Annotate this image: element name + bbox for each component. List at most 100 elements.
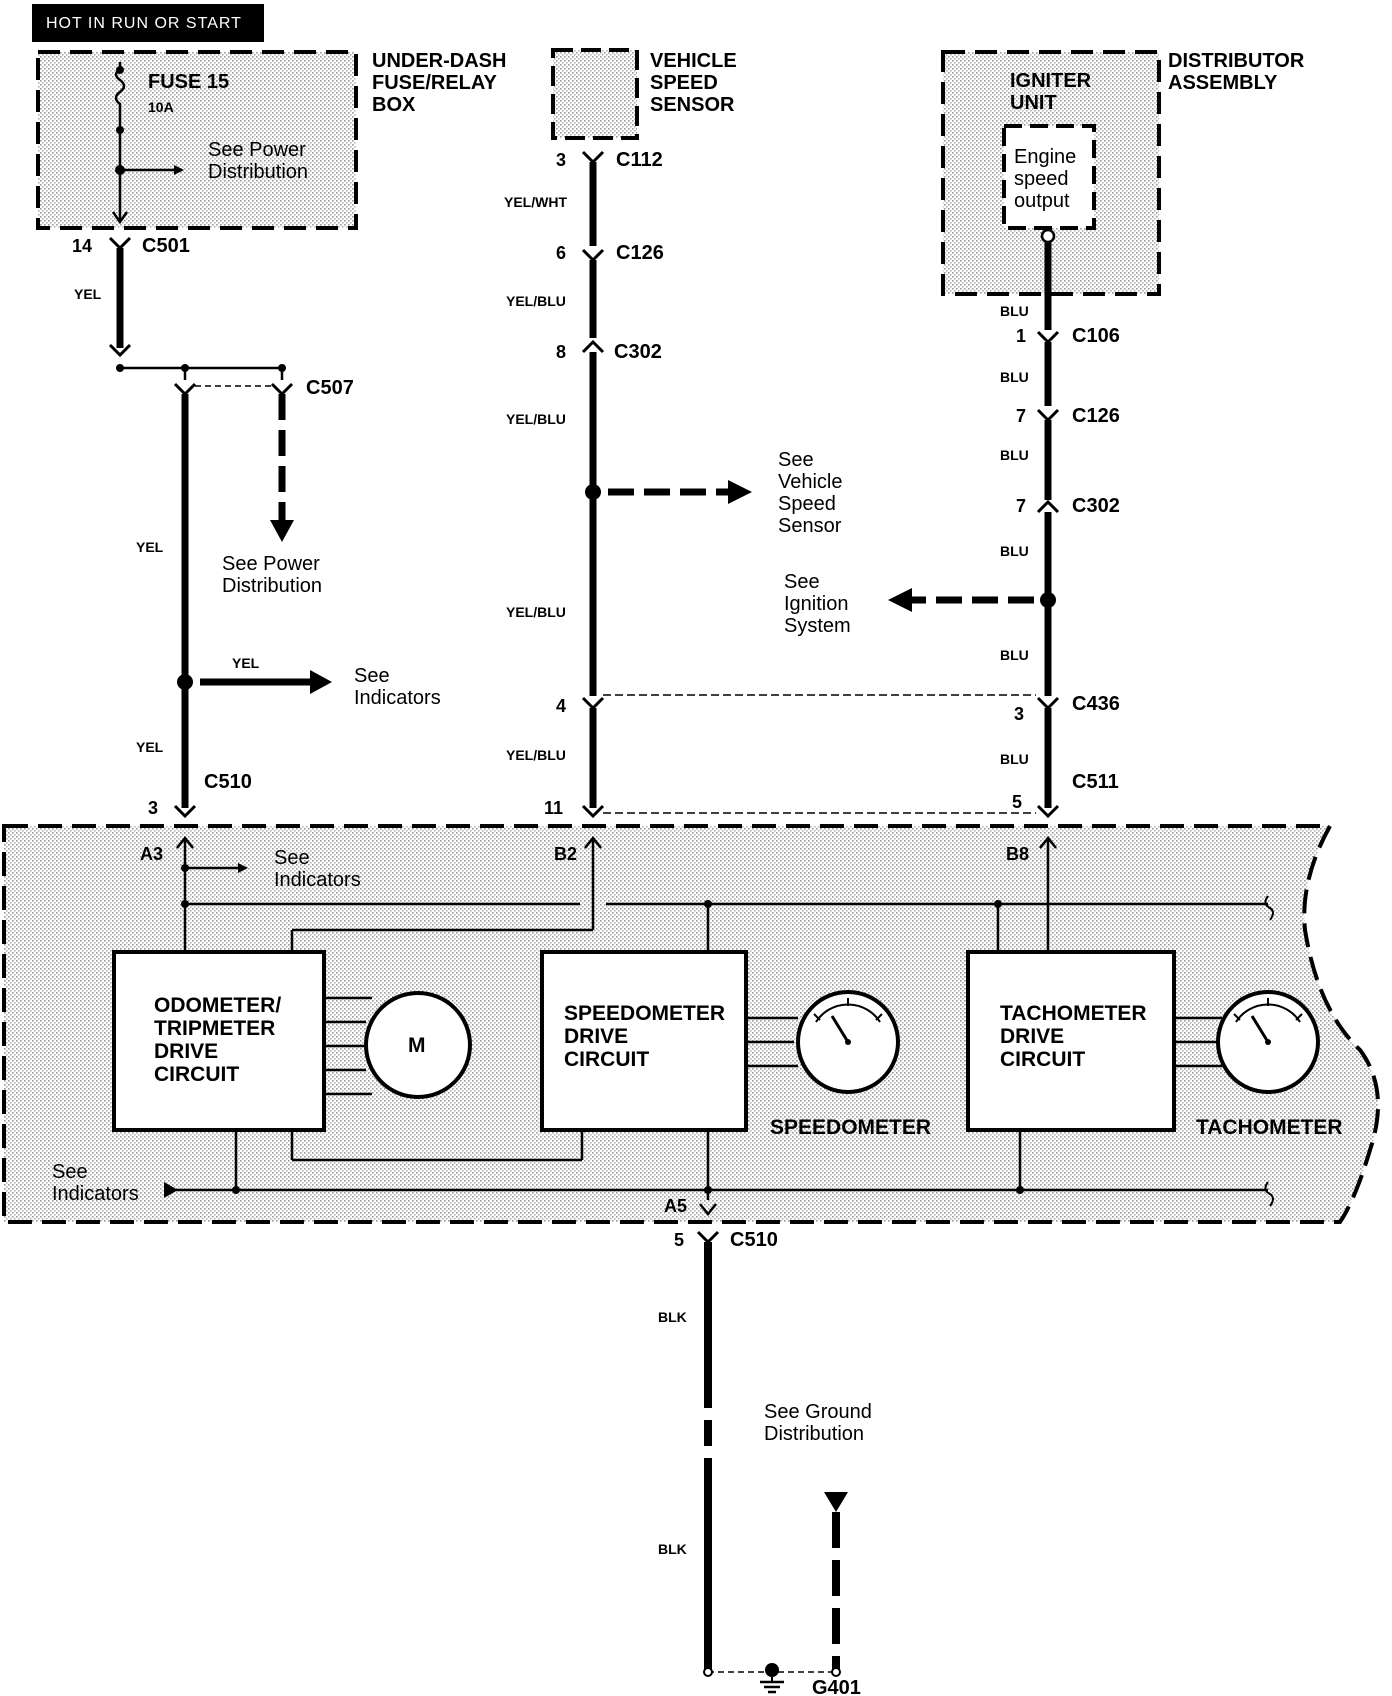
pin-a3: A3 xyxy=(140,844,163,864)
vss-note-3: Speed xyxy=(778,493,836,515)
odometer-label-1: ODOMETER/ xyxy=(154,994,281,1017)
ground-note-2: Distribution xyxy=(764,1423,864,1445)
odometer-label-4: CIRCUIT xyxy=(154,1063,239,1086)
wire-yel-blu-4: YEL/BLU xyxy=(506,747,566,763)
power-dist-note-1: See Power xyxy=(222,553,320,575)
indicators-note-1b: Indicators xyxy=(354,687,441,709)
wire-blu-6: BLU xyxy=(1000,751,1029,767)
tachometer-drive-circuit xyxy=(966,950,1176,1132)
wire-yel-4: YEL xyxy=(136,739,164,755)
speedo-circuit-label-3: CIRCUIT xyxy=(564,1048,649,1071)
speedometer-label: SPEEDOMETER xyxy=(770,1116,931,1139)
vehicle-speed-sensor xyxy=(551,48,639,140)
ign-note-3: System xyxy=(784,615,851,637)
pin-3-c436: 3 xyxy=(1014,704,1024,724)
connector-c436: C436 xyxy=(1072,693,1120,715)
fuse-box-label-3: BOX xyxy=(372,94,416,116)
pin-1-c106: 1 xyxy=(1016,326,1026,346)
connector-c507: C507 xyxy=(306,377,354,399)
fuse-box-label-2: FUSE/RELAY xyxy=(372,72,498,94)
ground-g401-label: G401 xyxy=(812,1677,861,1696)
wire-blu-4: BLU xyxy=(1000,543,1029,559)
wire-blu-2: BLU xyxy=(1000,369,1029,385)
indicators-note-2b: Indicators xyxy=(274,869,361,891)
odometer-label-3: DRIVE xyxy=(154,1040,218,1063)
tacho-circuit-label-2: DRIVE xyxy=(1000,1025,1064,1048)
pin-a5: A5 xyxy=(664,1196,687,1216)
tachometer-label: TACHOMETER xyxy=(1196,1116,1343,1139)
pin-3-c112: 3 xyxy=(556,150,566,170)
pin-11-c511: 11 xyxy=(544,798,563,818)
speedo-circuit-label-2: DRIVE xyxy=(564,1025,628,1048)
ign-note-2: Ignition xyxy=(784,593,849,615)
wire-yel-1: YEL xyxy=(74,286,102,302)
tacho-circuit-label-1: TACHOMETER xyxy=(1000,1002,1147,1025)
vss-note-1: See xyxy=(778,449,814,471)
ground-g401-icon xyxy=(703,1663,841,1694)
connector-c126-right: C126 xyxy=(1072,405,1120,427)
motor-label: M xyxy=(408,1034,426,1057)
wire-blk-2: BLK xyxy=(658,1541,687,1557)
connector-c302-left: C302 xyxy=(614,341,662,363)
vss-note-4: Sensor xyxy=(778,515,842,537)
fuse-note-2: Distribution xyxy=(208,161,308,183)
ground-note-1: See Ground xyxy=(764,1401,872,1423)
header-banner: HOT IN RUN OR START xyxy=(32,4,264,42)
pin-5-c510: 5 xyxy=(674,1230,684,1250)
wire-blk-1: BLK xyxy=(658,1309,687,1325)
igniter-label-2: UNIT xyxy=(1010,92,1057,114)
pin-4-c436: 4 xyxy=(556,696,566,716)
power-dist-note-2: Distribution xyxy=(222,575,322,597)
pin-b2: B2 xyxy=(554,844,577,864)
fuse-note-1: See Power xyxy=(208,139,306,161)
odometer-label-2: TRIPMETER xyxy=(154,1017,275,1040)
pin-b8: B8 xyxy=(1006,844,1029,864)
wire-yel-blu-2: YEL/BLU xyxy=(506,411,566,427)
vss-note-2: Vehicle xyxy=(778,471,843,493)
connector-c511: C511 xyxy=(1072,771,1119,793)
connector-c302-right: C302 xyxy=(1072,495,1120,517)
igniter-out-2: speed xyxy=(1014,168,1069,190)
connector-c106: C106 xyxy=(1072,325,1120,347)
vss-label-3: SENSOR xyxy=(650,94,735,116)
tacho-circuit-label-3: CIRCUIT xyxy=(1000,1048,1085,1071)
speedometer-drive-circuit xyxy=(540,950,748,1132)
odometer-drive-circuit xyxy=(112,950,326,1132)
distributor-label-1: DISTRIBUTOR xyxy=(1168,50,1305,72)
connector-c510-bottom: C510 xyxy=(730,1229,778,1251)
pin-7-c126: 7 xyxy=(1016,406,1026,426)
distributor-label-2: ASSEMBLY xyxy=(1168,72,1278,94)
header-banner-text: HOT IN RUN OR START xyxy=(46,15,242,32)
speedometer-gauge-icon xyxy=(796,990,900,1094)
indicators-note-1a: See xyxy=(354,665,390,687)
speedo-circuit-label-1: SPEEDOMETER xyxy=(564,1002,725,1025)
vss-label-1: VEHICLE xyxy=(650,50,737,72)
wire-blu-1: BLU xyxy=(1000,303,1029,319)
fuse-box-label-1: UNDER-DASH xyxy=(372,50,506,72)
indicators-note-3b: Indicators xyxy=(52,1183,139,1205)
pin-3-c510: 3 xyxy=(148,798,158,818)
wire-yel-blu-1: YEL/BLU xyxy=(506,293,566,309)
pin-7-c302: 7 xyxy=(1016,496,1026,516)
wire-yel-3: YEL xyxy=(232,655,260,671)
fuse-relay-box: FUSE 15 10A See Power Distribution xyxy=(36,50,358,230)
wire-yel-wht: YEL/WHT xyxy=(504,194,567,210)
tachometer-gauge-icon xyxy=(1216,990,1320,1094)
igniter-label-1: IGNITER xyxy=(1010,70,1092,92)
pin-6-c126: 6 xyxy=(556,243,566,263)
connector-c112: C112 xyxy=(616,149,663,171)
pin-8-c302: 8 xyxy=(556,342,566,362)
wire-blu-5: BLU xyxy=(1000,647,1029,663)
connector-c126-left: C126 xyxy=(616,242,664,264)
igniter-out-1: Engine xyxy=(1014,146,1076,168)
vss-label-2: SPEED xyxy=(650,72,718,94)
fuse-rating: 10A xyxy=(148,99,174,115)
odometer-motor xyxy=(364,991,472,1099)
ign-note-1: See xyxy=(784,571,820,593)
wire-yel-2: YEL xyxy=(136,539,164,555)
indicators-note-3a: See xyxy=(52,1161,88,1183)
pin-14: 14 xyxy=(72,236,92,256)
igniter-out-3: output xyxy=(1014,190,1070,212)
wire-blu-3: BLU xyxy=(1000,447,1029,463)
